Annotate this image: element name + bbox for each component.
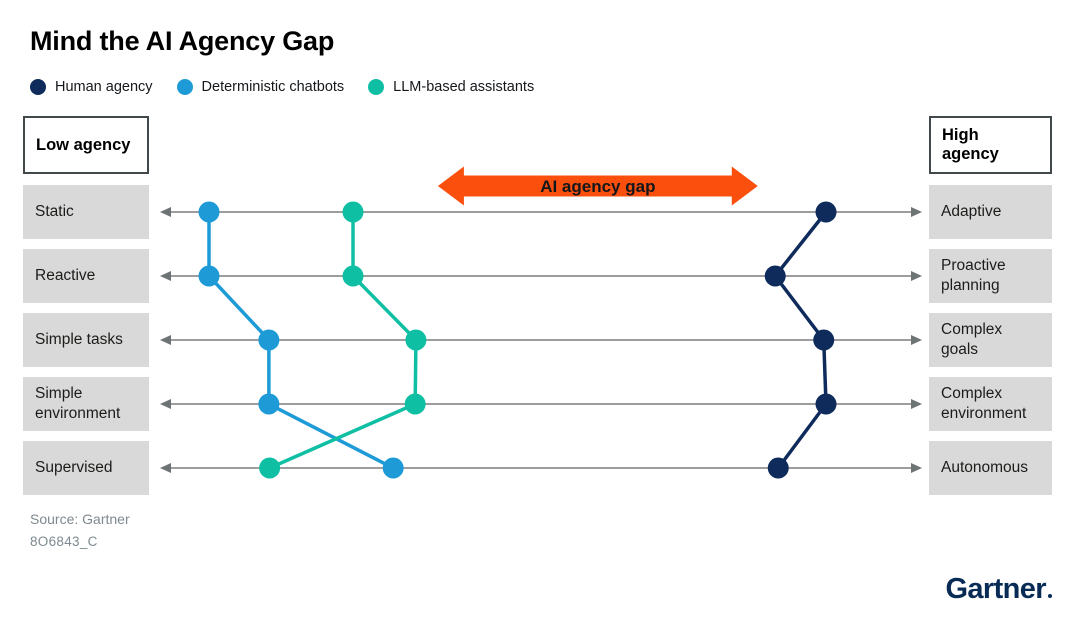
series-human-agency — [764, 201, 837, 479]
left-band-reactive: Reactive — [23, 249, 149, 303]
high-agency-box: High agency — [929, 116, 1052, 174]
legend-swatch-icon — [30, 79, 46, 95]
legend-swatch-icon — [368, 79, 385, 95]
gartner-logo-registered-dot — [1048, 594, 1052, 598]
left-band-supervised: Supervised — [23, 441, 149, 495]
legend-label: Deterministic chatbots — [201, 79, 345, 95]
legend-label: LLM-based assistants — [393, 79, 535, 95]
left-band-static: Static — [23, 185, 149, 239]
low-agency-box: Low agency — [23, 116, 149, 174]
gartner-logo-text: Gartner — [945, 573, 1046, 605]
left-band-simple-environment: Simple environment — [23, 377, 149, 431]
legend-label: Human agency — [55, 79, 153, 95]
axis-lines — [160, 207, 922, 473]
legend-item-llm-based-assistants: LLM-based assistants — [368, 79, 534, 95]
legend-item-human-agency: Human agency — [30, 79, 153, 95]
right-band-complex-goals: Complex goals — [929, 313, 1052, 367]
legend-swatch-icon — [176, 79, 193, 95]
right-band-complex-environment: Complex environment — [929, 377, 1052, 431]
high-agency-label: High agency — [942, 126, 999, 163]
low-agency-label: Low agency — [36, 135, 131, 154]
ai-agency-gap-arrow: AI agency gap — [437, 166, 758, 206]
page-title: Mind the AI Agency Gap — [30, 26, 335, 56]
series-llm-based-assistants — [259, 201, 427, 479]
left-band-simple-tasks: Simple tasks — [23, 313, 149, 367]
right-band-adaptive: Adaptive — [929, 185, 1052, 239]
source-text: Source: Gartner — [30, 511, 130, 527]
chart-id: 8O6843_C — [30, 534, 98, 549]
legend: Human agency Deterministic chatbots LLM-ba… — [30, 79, 534, 95]
legend-item-deterministic-chatbots: Deterministic chatbots — [176, 79, 345, 95]
series-deterministic-chatbots — [198, 201, 404, 479]
gartner-logo: Gartner — [945, 573, 1052, 606]
right-band-autonomous: Autonomous — [929, 441, 1052, 495]
right-band-proactive-planning: Proactive planning — [929, 249, 1052, 303]
ai-agency-gap-label: AI agency gap — [540, 177, 655, 196]
